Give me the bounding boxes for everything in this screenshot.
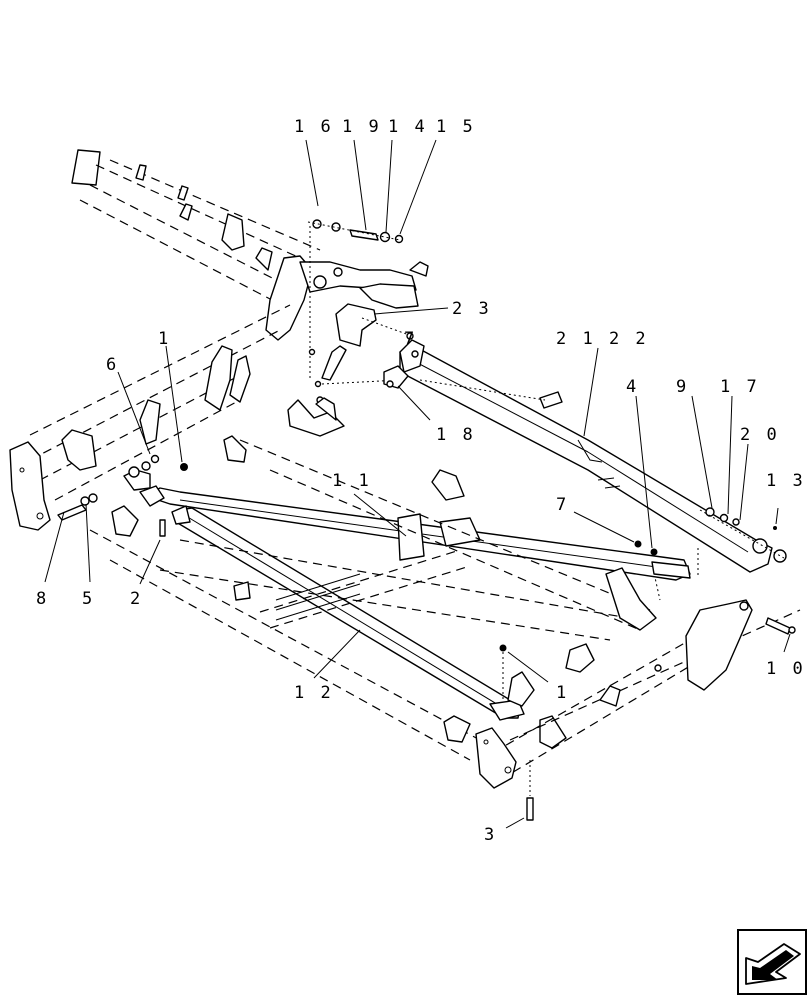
- callout-18: 1 8: [436, 425, 476, 445]
- callout-21-22: 2 1 2 2: [556, 329, 649, 349]
- callout-20: 2 0: [740, 425, 780, 445]
- callout-3: 3: [484, 825, 497, 845]
- callout-15: 1 5: [436, 117, 476, 137]
- callout-13: 1 3: [766, 471, 806, 491]
- crossbar-12: [171, 505, 525, 721]
- leader-lines: [44, 139, 791, 829]
- callout-7-top: 7: [404, 329, 417, 349]
- upper-hinge-assembly: [265, 219, 429, 404]
- callout-7: 7: [556, 495, 569, 515]
- callout-17: 1 7: [720, 377, 760, 397]
- callout-19: 1 9: [342, 117, 382, 137]
- center-brackets: [111, 397, 465, 537]
- upper-frame-beam: [71, 149, 321, 301]
- callout-2: 2: [130, 589, 143, 609]
- lower-hinge-assembly: [159, 519, 796, 821]
- callout-11: 1 1: [332, 471, 372, 491]
- callout-9: 9: [676, 377, 689, 397]
- lower-frame-section: [89, 439, 801, 781]
- callout-1-lower: 1: [556, 683, 569, 703]
- callout-1-upper: 1: [158, 329, 171, 349]
- callout-4: 4: [626, 377, 639, 397]
- main-arm-assembly: [383, 339, 787, 601]
- next-page-arrow-icon[interactable]: [737, 929, 807, 995]
- callout-labels: 1 6 1 9 1 4 1 5 2 3 2 1 2 2 7 1 8 1 6 4 …: [36, 117, 806, 845]
- callout-8: 8: [36, 589, 49, 609]
- callout-10: 1 0: [766, 659, 806, 679]
- callout-14: 1 4: [388, 117, 428, 137]
- callout-23: 2 3: [452, 299, 492, 319]
- callout-16: 1 6: [294, 117, 334, 137]
- callout-12: 1 2: [294, 683, 334, 703]
- callout-6: 6: [106, 355, 119, 375]
- callout-5: 5: [82, 589, 95, 609]
- left-frame-section: [9, 304, 291, 531]
